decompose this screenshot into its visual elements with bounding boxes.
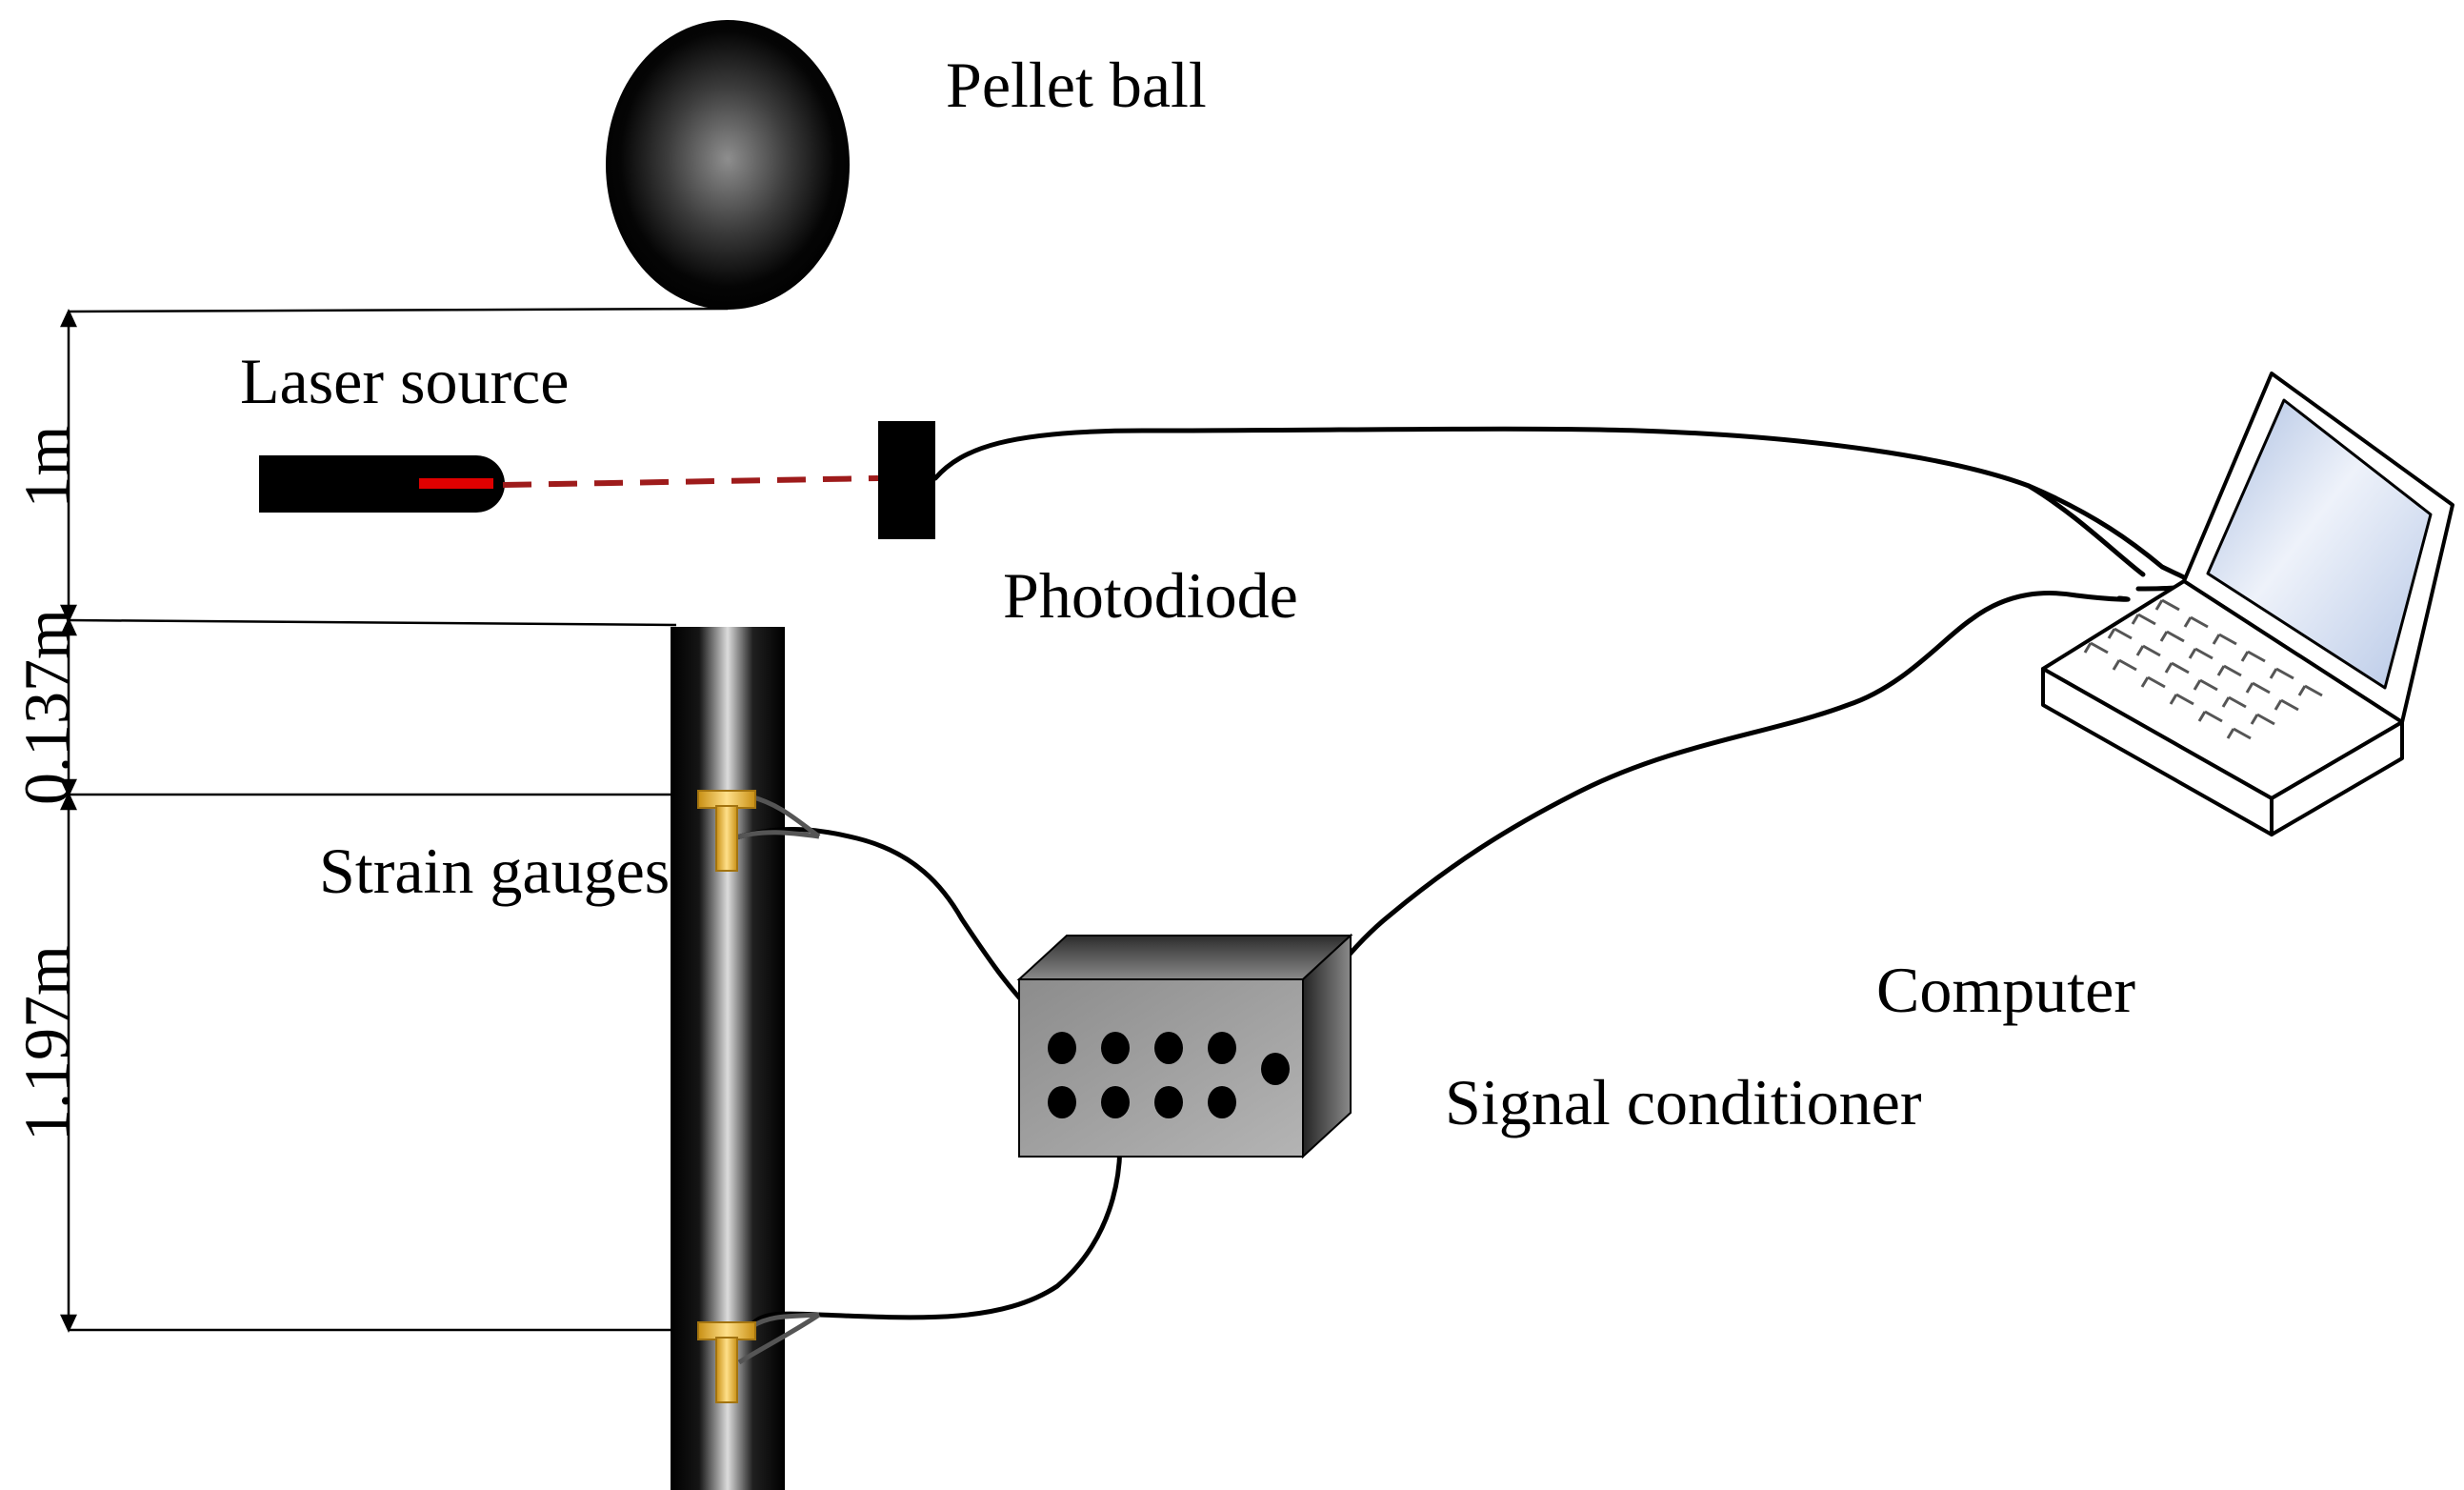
dimension-label-gauge-spacing: 1.197m [10, 945, 83, 1141]
label-computer: Computer [1876, 954, 2135, 1026]
laptop-base-side [2270, 720, 2404, 836]
dimension-label-gap-top: 0.137m [10, 609, 83, 805]
laser-source [259, 455, 505, 513]
dimension-arrows [60, 309, 77, 1333]
dimension-extension-lines [68, 307, 729, 1332]
label-strain-gauges: Strain gauges [319, 835, 670, 907]
label-signal-conditioner: Signal conditioner [1445, 1066, 1922, 1138]
pellet-ball [606, 20, 850, 310]
strain-gauge-bottom [697, 1321, 756, 1403]
conditioner-ports [1048, 1032, 1290, 1118]
label-pellet-ball: Pellet ball [946, 49, 1207, 121]
wire-conditioner-to-computer [1272, 591, 2131, 1070]
wire-photodiode-to-computer [932, 426, 2194, 592]
gauge-lead-wires [732, 794, 821, 1365]
wires [731, 426, 2194, 1327]
photodiode [878, 421, 935, 539]
laptop-keyboard [2083, 598, 2323, 740]
laser-beam [502, 475, 879, 488]
laptop-computer [2041, 372, 2454, 836]
label-laser-source: Laser source [240, 345, 569, 417]
wire-top-gauge-to-conditioner [731, 827, 1060, 1041]
strain-gauge-top [697, 790, 756, 872]
laser-emitter-dot [419, 478, 493, 489]
signal-conditioner [1016, 933, 1353, 1159]
wire-photodiode-to-computer-end [2026, 483, 2146, 577]
dimension-label-drop-height: 1m [10, 426, 83, 509]
laptop-screen [2206, 398, 2433, 690]
label-photodiode: Photodiode [1003, 559, 1298, 632]
